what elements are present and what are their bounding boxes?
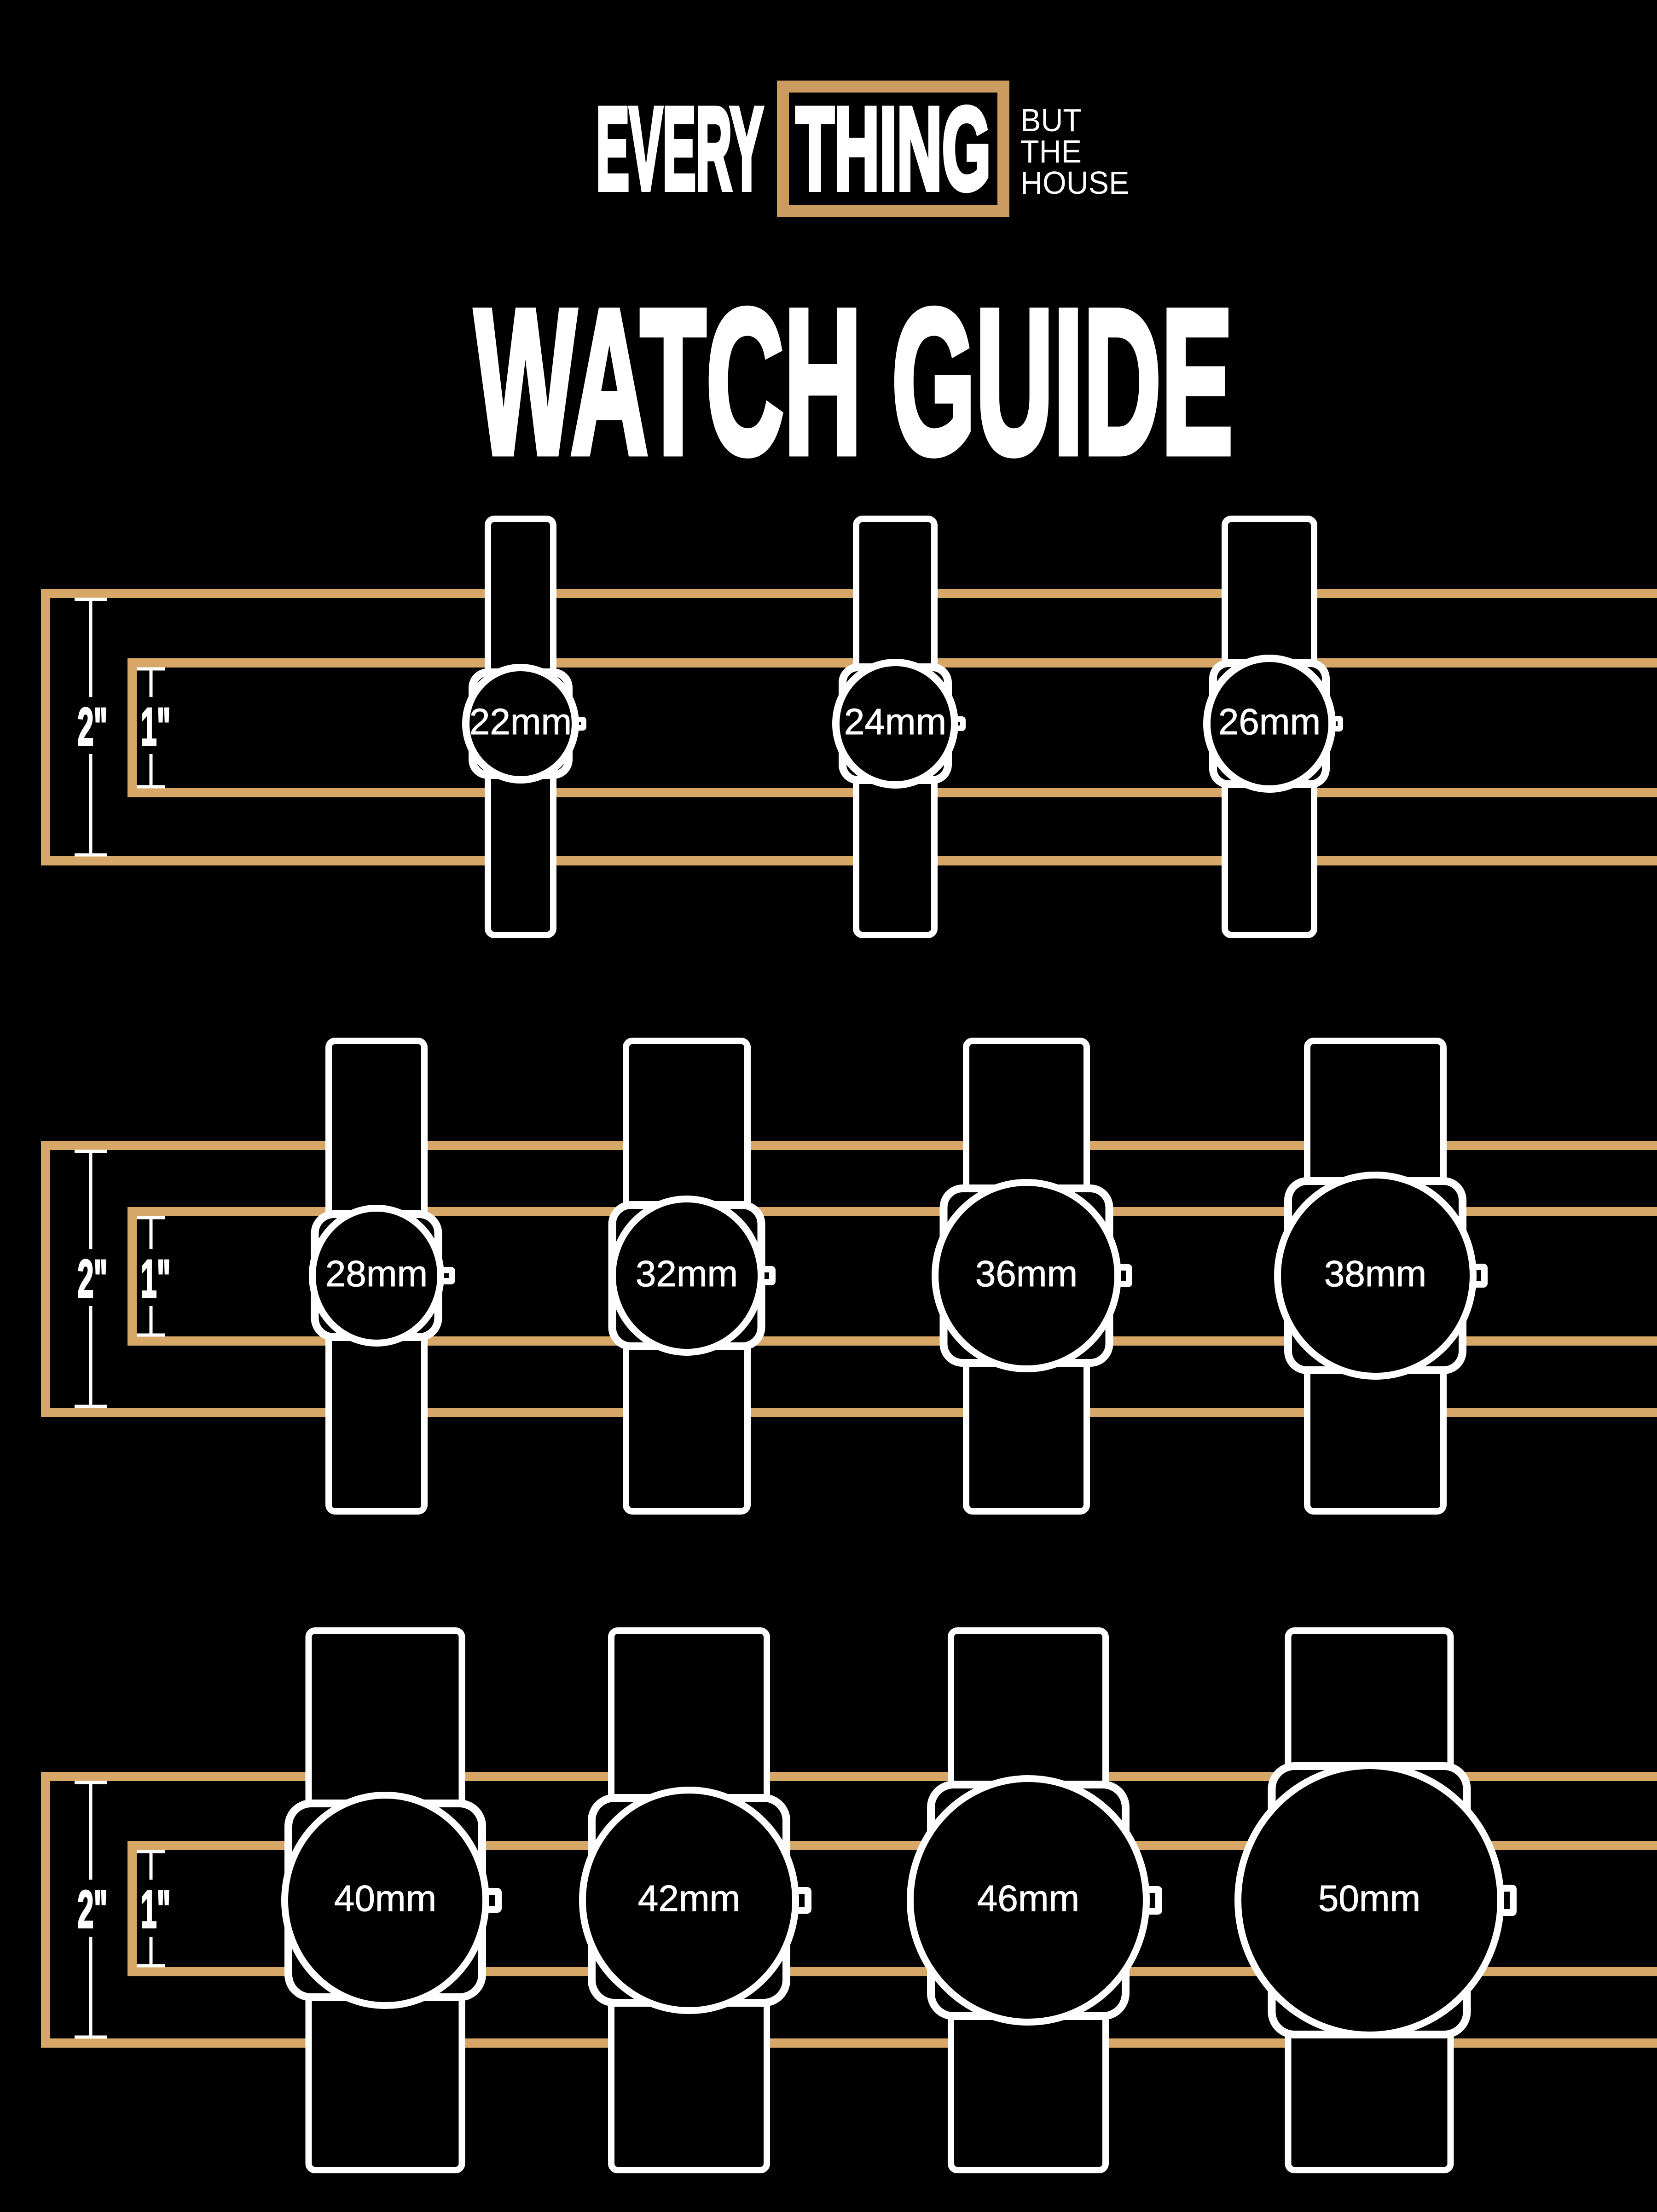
svg-text:THING: THING: [796, 83, 991, 214]
svg-text:28mm: 28mm: [325, 1253, 428, 1294]
svg-text:1": 1": [140, 1880, 170, 1939]
svg-text:40mm: 40mm: [334, 1878, 436, 1919]
svg-text:THE: THE: [1020, 134, 1082, 169]
svg-text:HOUSE: HOUSE: [1020, 165, 1129, 201]
svg-text:WATCH GUIDE: WATCH GUIDE: [475, 266, 1233, 497]
svg-text:BUT: BUT: [1020, 102, 1082, 138]
svg-text:EVERY: EVERY: [596, 83, 763, 215]
svg-text:2": 2": [77, 697, 107, 756]
svg-text:2": 2": [77, 1249, 107, 1308]
svg-text:1": 1": [140, 697, 170, 756]
svg-text:2": 2": [77, 1880, 107, 1939]
svg-text:1": 1": [140, 1249, 170, 1308]
svg-text:22mm: 22mm: [469, 701, 572, 742]
svg-text:24mm: 24mm: [844, 701, 946, 742]
svg-text:38mm: 38mm: [1324, 1253, 1426, 1294]
svg-text:46mm: 46mm: [977, 1878, 1079, 1919]
svg-text:32mm: 32mm: [636, 1253, 738, 1294]
svg-text:50mm: 50mm: [1318, 1878, 1420, 1919]
svg-text:42mm: 42mm: [638, 1878, 740, 1919]
svg-text:26mm: 26mm: [1218, 701, 1321, 742]
svg-text:36mm: 36mm: [975, 1253, 1078, 1294]
